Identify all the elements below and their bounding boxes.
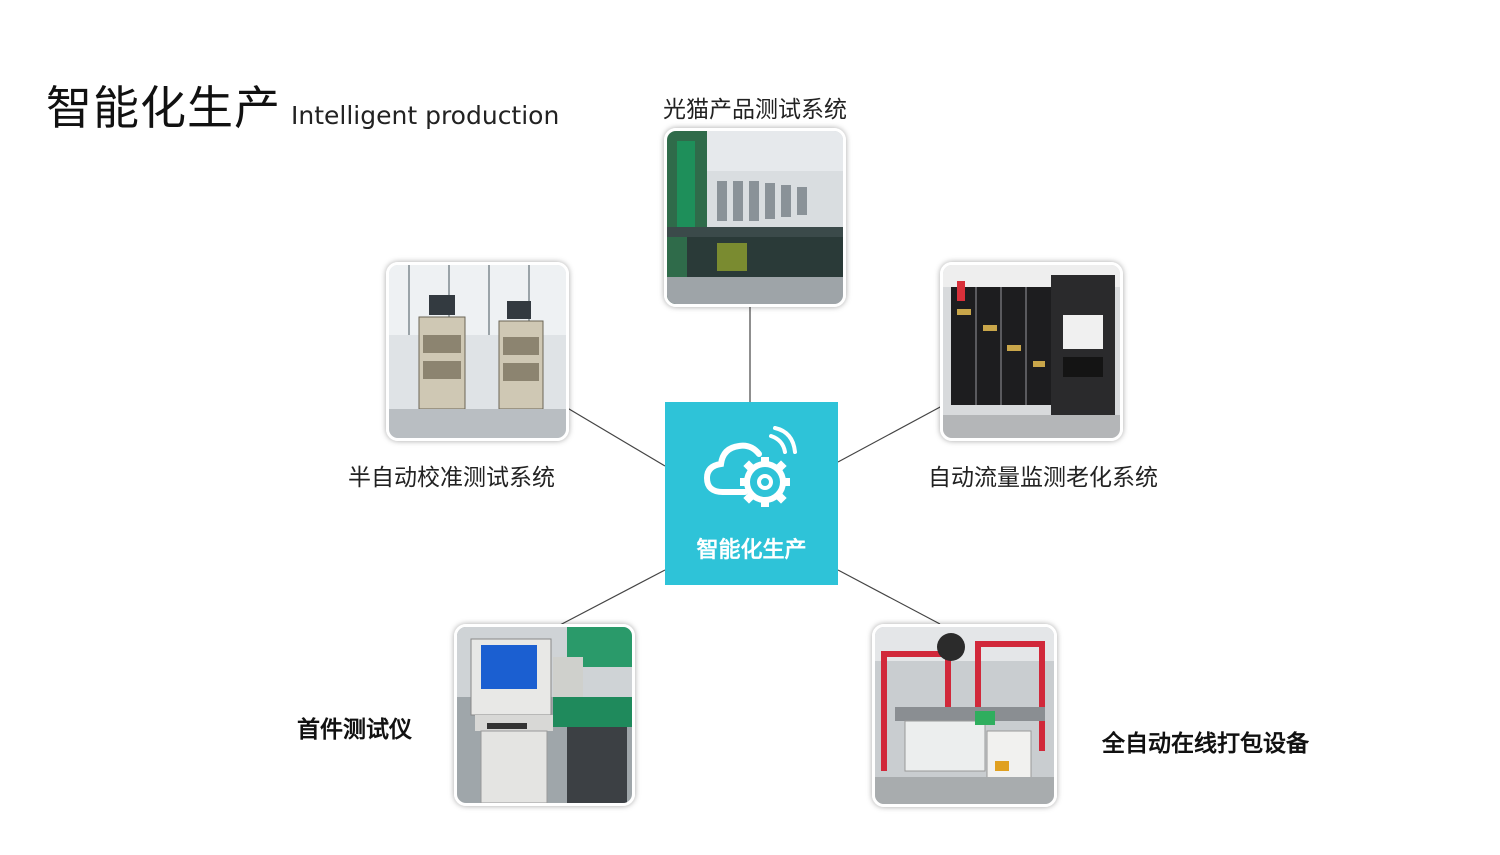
node-left-label: 半自动校准测试系统 bbox=[348, 465, 555, 491]
first-article-tester-photo bbox=[454, 624, 635, 806]
connector-bottom-right bbox=[837, 569, 941, 625]
connector-left bbox=[563, 405, 666, 467]
test-cabinet-photo bbox=[386, 262, 569, 441]
connector-right bbox=[837, 405, 943, 463]
node-top-label: 光猫产品测试系统 bbox=[663, 97, 847, 123]
packing-machine-photo bbox=[872, 624, 1057, 807]
connector-bottom-left bbox=[557, 569, 666, 627]
page-title-english: Intelligent production bbox=[291, 101, 560, 130]
hub-label: 智能化生产 bbox=[696, 538, 807, 563]
node-right-label: 自动流量监测老化系统 bbox=[928, 465, 1158, 491]
node-bottom-left-label: 首件测试仪 bbox=[297, 717, 412, 743]
hub-box: 智能化生产 bbox=[665, 402, 838, 585]
production-line-photo bbox=[664, 128, 846, 307]
aging-cabinet-photo bbox=[940, 262, 1123, 441]
cloud-gear-icon bbox=[703, 426, 797, 507]
node-bottom-right-label: 全自动在线打包设备 bbox=[1102, 731, 1309, 757]
page-title-chinese: 智能化生产 bbox=[46, 81, 281, 135]
page-title: 智能化生产 Intelligent production bbox=[46, 72, 559, 138]
